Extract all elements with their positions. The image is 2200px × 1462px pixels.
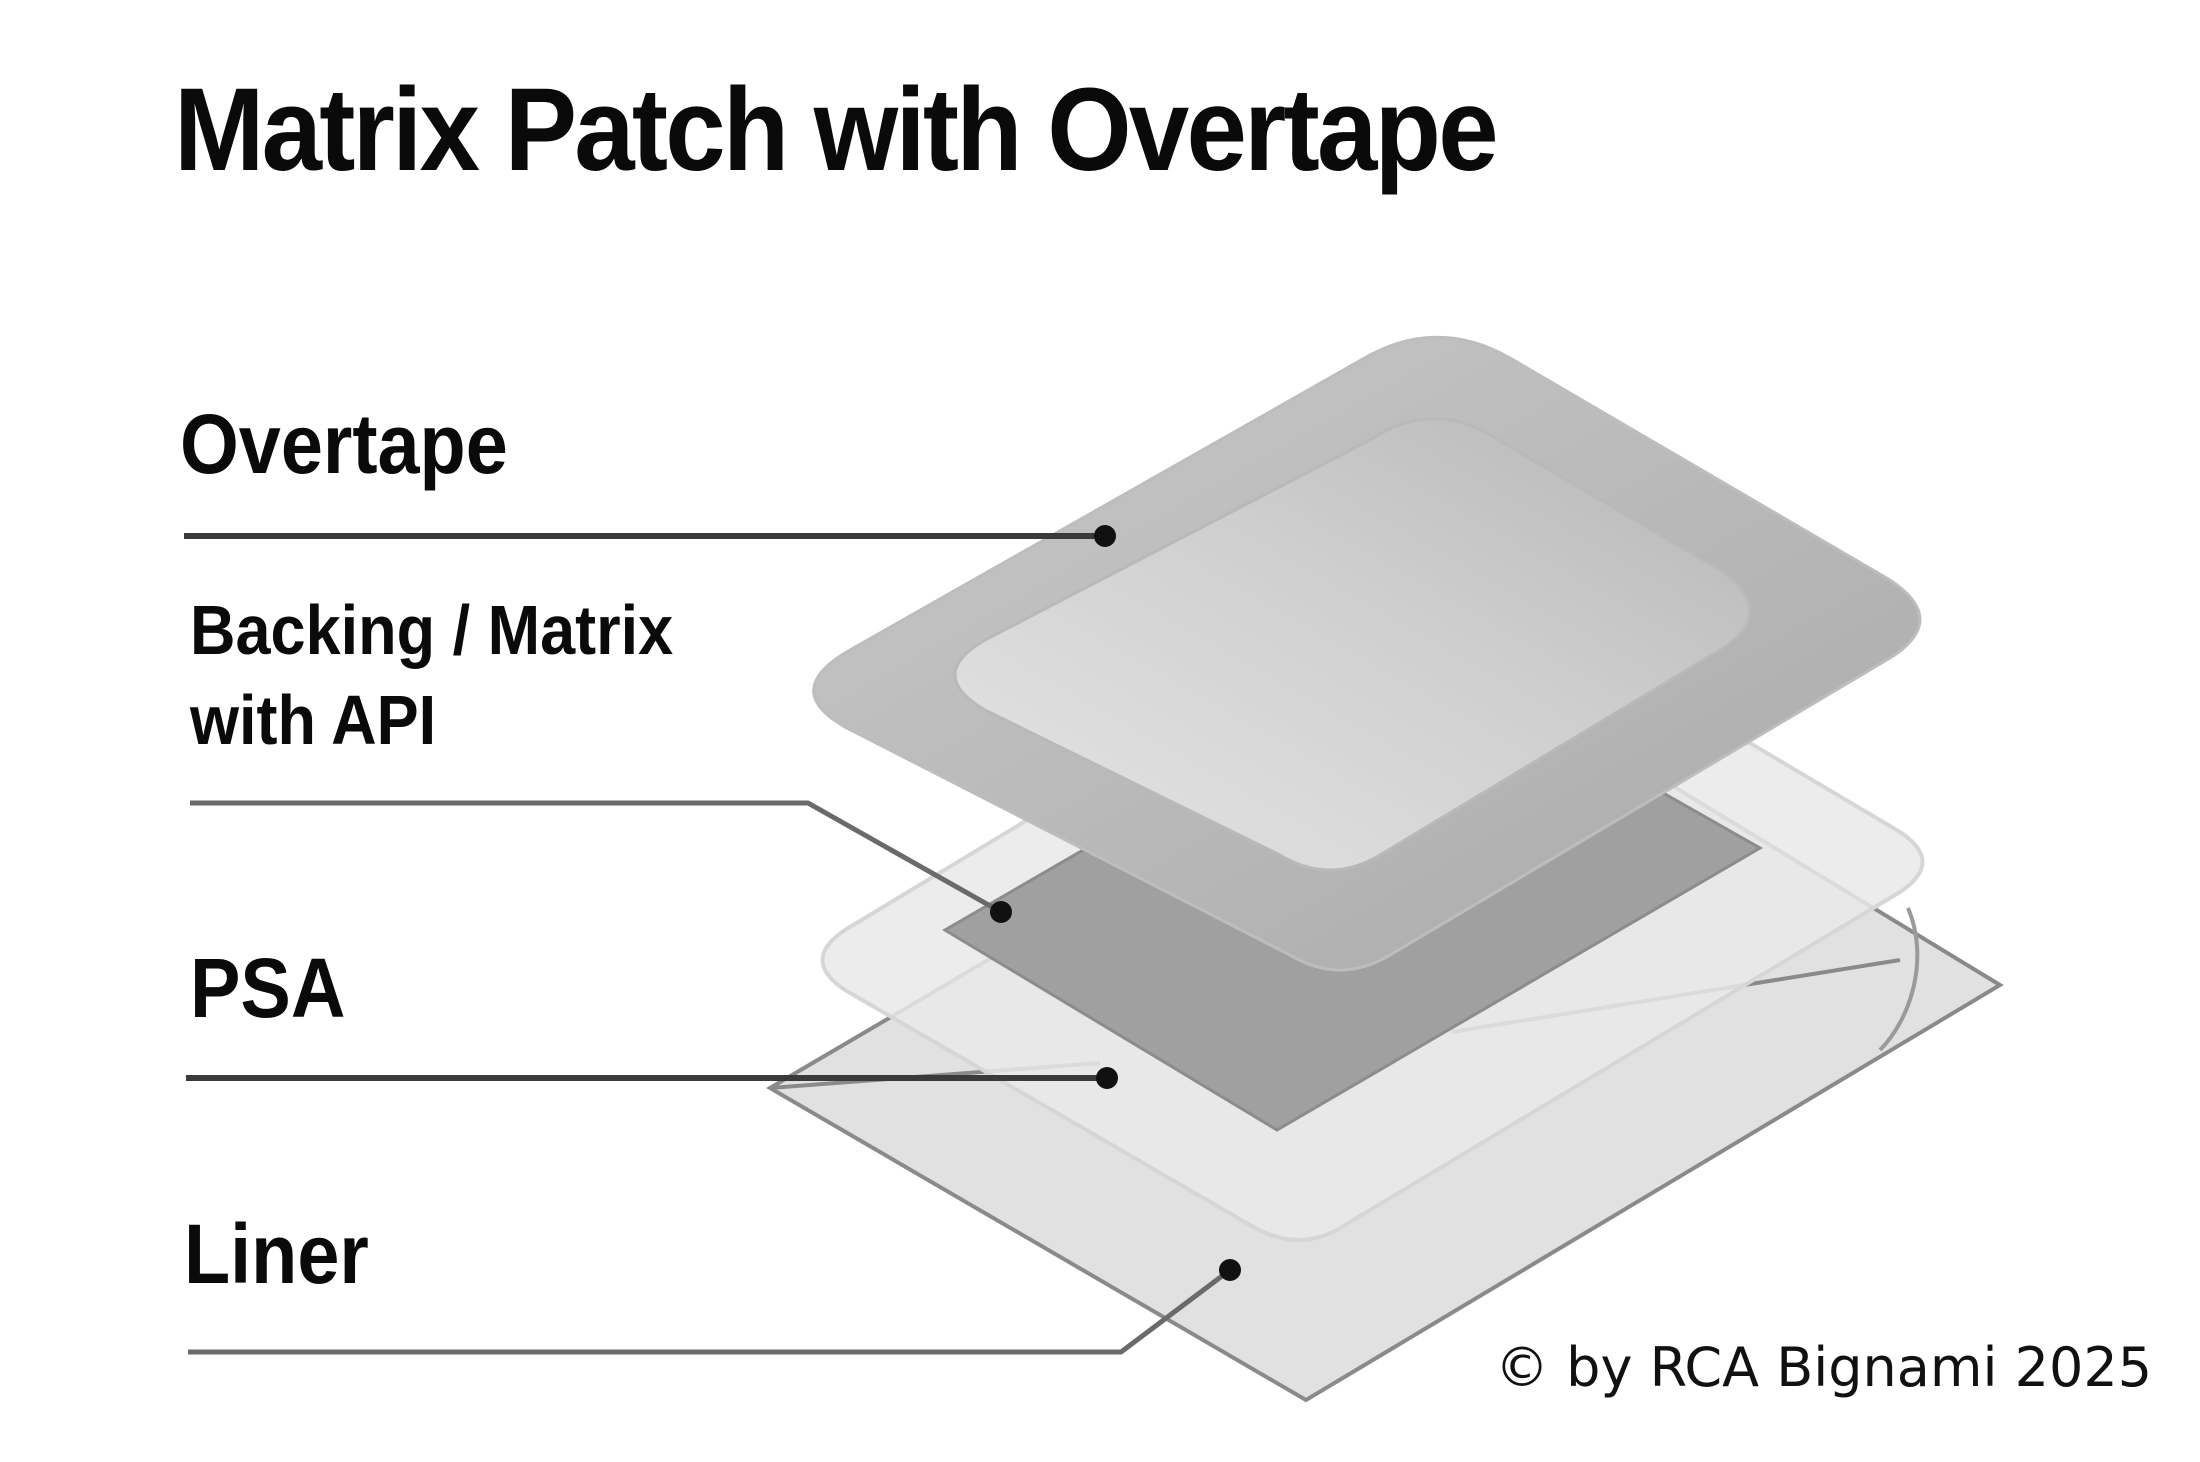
liner-label: Liner bbox=[184, 1207, 369, 1301]
psa-label: PSA bbox=[190, 941, 346, 1035]
backing-matrix-label: Backing / Matrix with API bbox=[190, 585, 673, 765]
overtape-label: Overtape bbox=[180, 397, 508, 491]
matrix-leader-dot bbox=[990, 901, 1012, 923]
liner-leader-line bbox=[188, 1268, 1232, 1355]
liner-leader-dot bbox=[1219, 1259, 1241, 1281]
backing-matrix-label-line1: Backing / Matrix bbox=[190, 591, 674, 669]
overtape-inner-window bbox=[953, 417, 1752, 872]
diagram-title: Matrix Patch with Overtape bbox=[174, 64, 1499, 196]
copyright-notice: © by RCA Bignami 2025 bbox=[1495, 1336, 2153, 1399]
overtape-leader-dot bbox=[1094, 525, 1116, 547]
psa-leader-dot bbox=[1096, 1067, 1118, 1089]
backing-matrix-label-line2: with API bbox=[190, 681, 437, 759]
liner-fold-curve bbox=[1878, 907, 1920, 1052]
matrix-leader-line bbox=[190, 800, 1003, 915]
